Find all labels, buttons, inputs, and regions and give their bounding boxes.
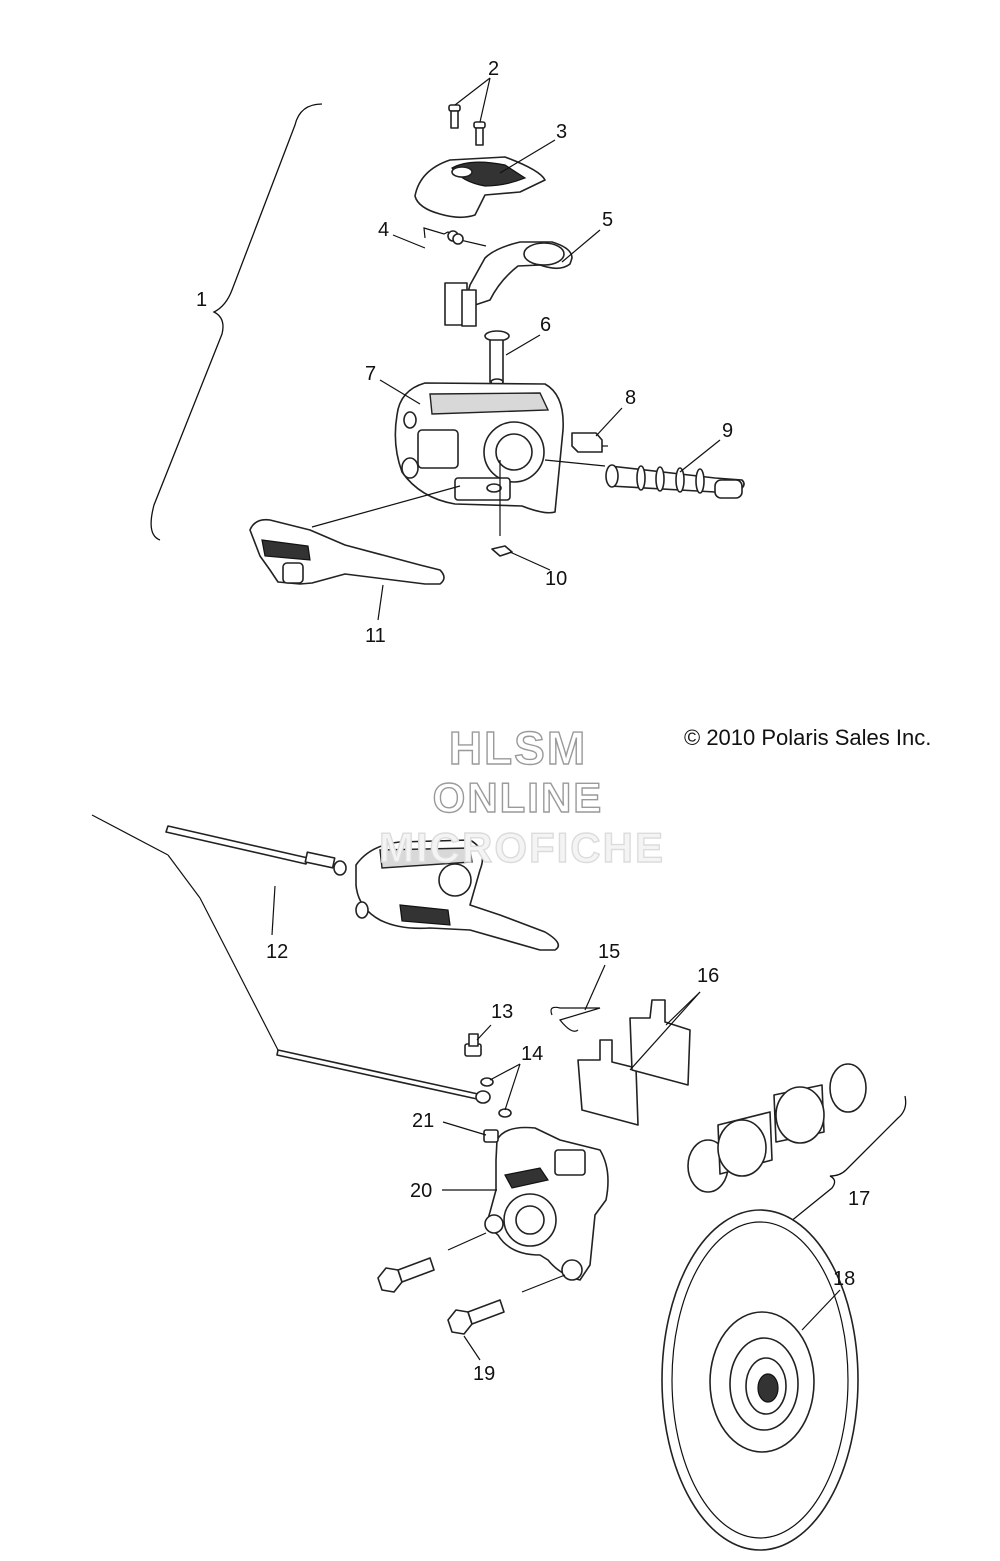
copyright-notice: © 2010 Polaris Sales Inc. xyxy=(684,725,931,750)
callout-7: 7 xyxy=(365,363,376,385)
part-15-pad-clip xyxy=(550,964,606,1032)
callout-14: 14 xyxy=(521,1043,543,1065)
assembled-master-cylinder xyxy=(355,839,560,951)
part-20-caliper xyxy=(484,1126,609,1281)
callout-12: 12 xyxy=(266,941,288,963)
callout-10: 10 xyxy=(545,568,567,590)
part-21-bleeder xyxy=(442,1121,499,1143)
callout-20: 20 xyxy=(410,1180,432,1202)
part-13-banjo-bolt xyxy=(464,1024,492,1057)
callout-15: 15 xyxy=(598,941,620,963)
callout-21: 21 xyxy=(412,1110,434,1132)
part-4-spring xyxy=(423,227,487,247)
callout-8: 8 xyxy=(625,387,636,409)
watermark-line-3: MICROFICHE xyxy=(379,824,665,871)
part-8-switch xyxy=(571,432,608,453)
assembly-1-bracket xyxy=(150,103,323,541)
callout-labels: 1 2 3 4 5 6 7 8 9 10 11 12 13 14 15 16 1… xyxy=(196,58,870,1385)
part-12-brake-hose xyxy=(91,814,491,1104)
callout-11: 11 xyxy=(365,625,386,647)
part-14-washers xyxy=(480,1063,521,1118)
callout-17: 17 xyxy=(848,1188,870,1210)
part-7-master-cylinder xyxy=(394,382,564,514)
watermark-line-1: HLSM xyxy=(449,722,587,774)
watermark: HLSM ONLINE MICROFICHE xyxy=(378,721,665,871)
part-10-clip xyxy=(491,545,513,557)
top-leader-lines xyxy=(311,77,721,621)
part-18-brake-disc xyxy=(661,1209,859,1551)
callout-9: 9 xyxy=(722,420,733,442)
callout-3: 3 xyxy=(556,121,567,143)
part-16-brake-pads xyxy=(577,991,701,1126)
part-9-plunger xyxy=(605,464,745,499)
part-19-bolts xyxy=(377,1232,566,1361)
part-2-screws xyxy=(448,104,486,146)
part-17-pistons-seals xyxy=(687,1063,907,1227)
callout-18: 18 xyxy=(833,1268,855,1290)
part-6-pin xyxy=(484,330,510,386)
part-3-reservoir-cover xyxy=(414,156,546,219)
part-5-lever-arm xyxy=(444,241,573,327)
watermark-line-2: ONLINE xyxy=(433,774,604,821)
callout-2: 2 xyxy=(488,58,499,80)
callout-1: 1 xyxy=(196,289,207,311)
callout-13: 13 xyxy=(491,1001,513,1023)
callout-6: 6 xyxy=(540,314,551,336)
callout-5: 5 xyxy=(602,209,613,231)
callout-19: 19 xyxy=(473,1363,495,1385)
callout-4: 4 xyxy=(378,219,389,241)
callout-16: 16 xyxy=(697,965,719,987)
part-11-brake-lever xyxy=(249,518,445,585)
